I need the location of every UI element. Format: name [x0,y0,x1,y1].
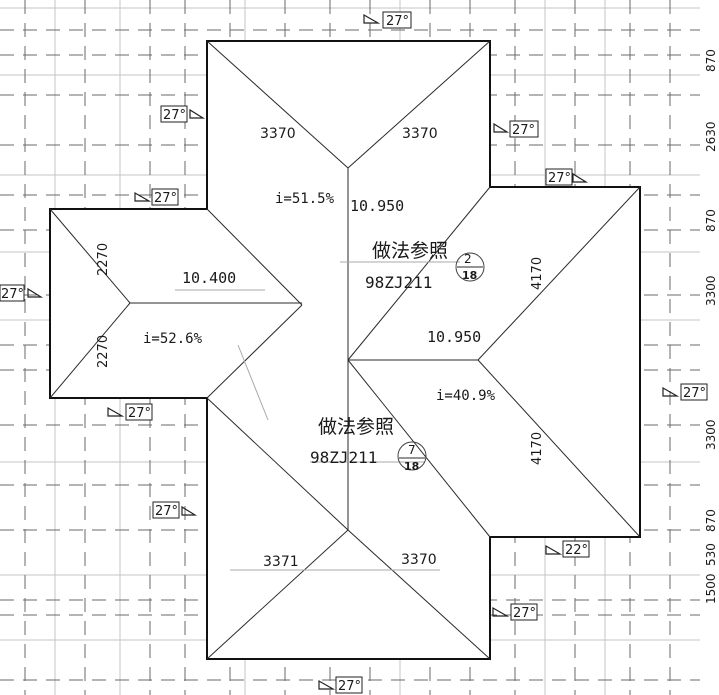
slope-angle-label: 27° [1,287,24,302]
slope-angle-label: 27° [338,679,361,694]
slope-angle-label: 27° [683,386,706,401]
right-axis-dim: 2630 [704,121,718,152]
slope-marker-right-lower-22: 22° [545,540,590,558]
lower-block-hips [206,397,491,660]
dimension-right-wing-lower: 4170 [530,432,545,465]
elevation-upper-ridge: 10.950 [350,197,404,215]
right-axis-dim: 1500 [704,573,718,604]
slope-marker-left-wing-upper: 27° [134,188,179,206]
dimension-right-wing-upper: 4170 [530,257,545,290]
slope-marker-right-mid-upper: 27° [545,168,589,186]
detail-reference-lower: 做法参照 98ZJ211 7 18 [310,416,427,473]
slope-ratio-left-wing: i=52.6% [143,331,203,347]
slope-marker-left-lower: 27° [152,501,198,519]
slope-angle-label: 27° [154,191,177,206]
slope-marker-bottom: 27° [318,676,363,694]
right-axis-dim: 3300 [704,419,718,450]
dimension-lower-left: 3371 [263,554,299,570]
dimension-upper-right: 3370 [402,126,438,142]
slope-marker-left-wing-lower: 27° [107,403,153,421]
slope-marker-right-mid-lower: 27° [662,383,708,401]
reference-sheet: 18 [462,269,477,282]
slope-angle-label: 27° [548,171,571,186]
slope-angle-label: 27° [163,108,186,123]
right-axis-dim: 870 [704,509,718,532]
elevation-left-wing-ridge: 10.400 [182,269,236,287]
upper-block-hips [206,40,491,361]
reference-bubble [397,441,427,471]
slope-ratio-upper: i=51.5% [275,191,335,207]
slope-marker-upper-left: 27° [160,105,206,123]
dimension-wing-lower: 2270 [96,335,111,368]
slope-angle-label: 27° [513,606,536,621]
reference-code: 98ZJ211 [310,448,377,467]
elevation-right-wing-ridge: 10.950 [427,328,481,346]
right-axis-dim: 870 [704,49,718,72]
reference-title: 做法参照 [318,416,394,438]
right-axis-dim: 530 [704,543,718,566]
slope-marker-top: 27° [363,11,412,29]
roof-outline [49,40,641,660]
dimension-wing-upper: 2270 [96,243,111,276]
right-axis-dim: 3300 [704,275,718,306]
dimension-lower-right: 3370 [401,552,437,568]
slope-marker-left-far: 27° [0,284,44,302]
right-axis-dimensions: 870 2630 870 3300 3300 870 530 1500 [704,49,718,604]
reference-title: 做法参照 [372,240,448,262]
detail-reference-upper: 做法参照 98ZJ211 2 18 [365,240,485,292]
reference-sheet: 18 [404,460,419,473]
reference-number: 2 [464,252,472,266]
right-axis-dim: 870 [704,209,718,232]
dimension-upper-left: 3370 [260,126,296,142]
reference-number: 7 [408,443,416,457]
slope-angle-label: 27° [128,406,151,421]
slope-ratio-right-wing: i=40.9% [436,388,496,404]
slope-angle-label: 22° [565,543,588,558]
right-wing-hips [347,186,641,538]
slope-angle-label: 27° [512,123,535,138]
reference-code: 98ZJ211 [365,273,432,292]
slope-marker-bottom-right: 27° [492,603,538,621]
reference-bubble [455,252,485,282]
leader-lines [175,261,460,571]
slope-angle-label: 27° [386,14,409,29]
slope-angle-label: 27° [155,504,178,519]
slope-marker-upper-right: 27° [493,120,539,138]
left-wing-hips [49,208,303,399]
